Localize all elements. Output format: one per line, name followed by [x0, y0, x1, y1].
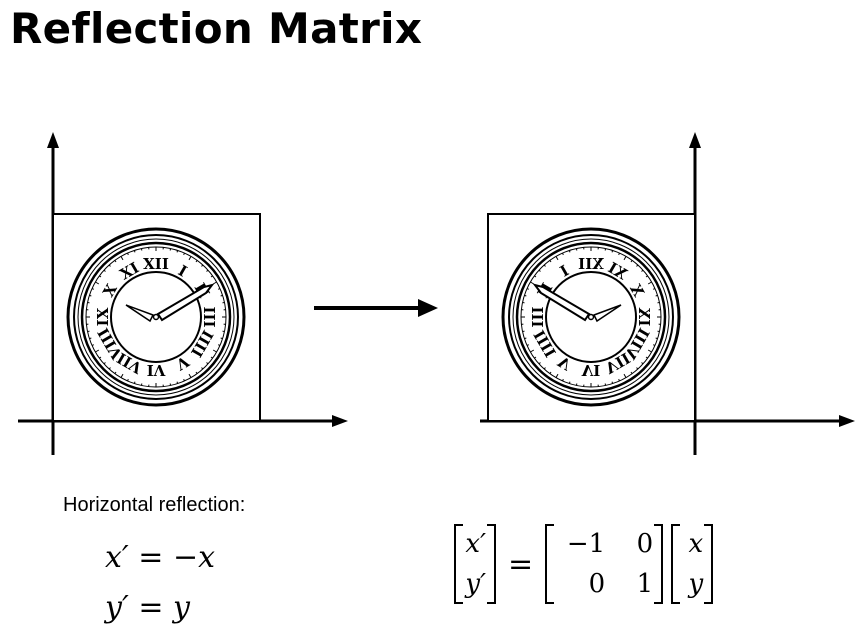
reflection-caption: Horizontal reflection:: [63, 494, 246, 516]
output-vector-x: x′: [465, 529, 486, 559]
transform-arrowhead: [418, 299, 438, 317]
matrix-cell-0-0: −1: [566, 529, 606, 559]
equation-y: y′ = y: [105, 590, 190, 625]
reflected-panel: [480, 132, 855, 455]
reflection-matrix: −1 0 0 1: [545, 524, 664, 604]
equation-y-equals: =: [138, 590, 164, 625]
output-vector: x′ y′: [454, 524, 496, 604]
left-y-arrow: [47, 132, 59, 148]
page-title: Reflection Matrix: [10, 4, 423, 53]
equation-y-rhs: y: [173, 590, 190, 625]
right-y-arrow: [689, 132, 701, 148]
equation-x-equals: =: [138, 540, 164, 575]
input-vector-y: y: [688, 569, 704, 599]
matrix-equation: x′ y′ = −1 0 0 1 x y: [454, 522, 714, 606]
matrix-equals-sign: =: [508, 546, 534, 582]
right-x-arrow: [839, 415, 855, 427]
input-vector: x y: [671, 524, 714, 604]
equation-x-lhs: x′: [105, 540, 129, 575]
original-panel: [18, 132, 348, 455]
reflected-clock-image: [501, 227, 681, 407]
input-vector-x: x: [688, 529, 704, 559]
original-clock-image: [66, 227, 246, 407]
output-vector-y: y′: [465, 569, 486, 599]
equation-x: x′ = −x: [105, 540, 215, 575]
matrix-cell-1-1: 1: [636, 569, 654, 599]
equation-y-lhs: y′: [105, 590, 129, 625]
matrix-cell-1-0: 0: [588, 569, 606, 599]
matrix-cell-0-1: 0: [636, 529, 654, 559]
reflection-diagram: XIIIIIIIIIIIIVVIVIIVIIIIXXXI: [18, 132, 855, 455]
left-x-arrow: [332, 415, 348, 427]
equation-x-rhs: −x: [172, 540, 216, 575]
